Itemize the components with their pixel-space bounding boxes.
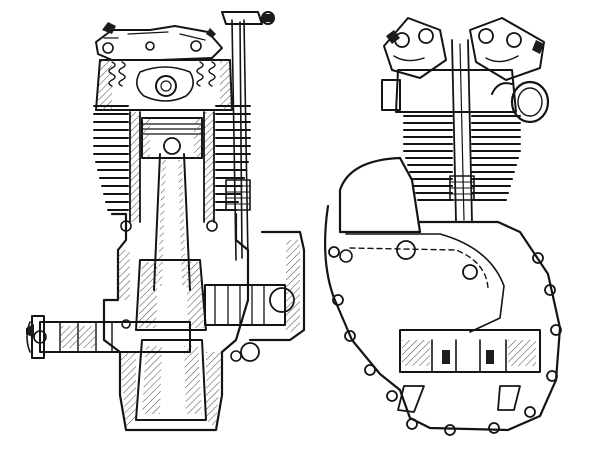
sectional-view <box>26 11 306 432</box>
flywheels <box>135 259 207 421</box>
crankshaft <box>26 315 191 359</box>
piston <box>141 117 203 159</box>
crankcase-bolt <box>332 294 344 306</box>
rocker-box <box>95 22 223 61</box>
pushrod-tube <box>221 11 275 261</box>
fastener-bolts <box>120 220 242 362</box>
crankcase-bolt <box>364 364 376 376</box>
rocker-boxes <box>383 17 545 81</box>
crankcase <box>102 212 250 432</box>
timing-gear <box>204 230 306 362</box>
crankcase-bolt <box>544 284 556 296</box>
crankcase-bolts <box>328 246 562 436</box>
inlet-port <box>381 79 401 111</box>
right-cylinder-head <box>395 69 517 113</box>
crankcase-bolt <box>344 330 356 342</box>
crankcase-bolt <box>488 422 500 434</box>
crankcase-bolt <box>386 390 398 402</box>
cylinder-barrel <box>129 111 215 223</box>
exhaust-port <box>491 80 550 124</box>
cylinder-head <box>95 59 233 111</box>
side-view <box>324 17 562 436</box>
connecting-rod <box>153 153 191 291</box>
right-pushrod-tube <box>449 39 475 223</box>
timing-cover <box>324 156 562 432</box>
crankcase-bolt <box>532 252 544 264</box>
crankcase-bolt <box>546 370 558 382</box>
right-crankcase <box>397 329 541 413</box>
crankcase-bolt <box>328 246 340 258</box>
crankcase-bolt <box>524 406 536 418</box>
crankcase-bolt <box>550 324 562 336</box>
right-cooling-fins <box>403 115 521 201</box>
crankcase-bolt <box>444 424 456 436</box>
crankcase-bolt <box>406 418 418 430</box>
